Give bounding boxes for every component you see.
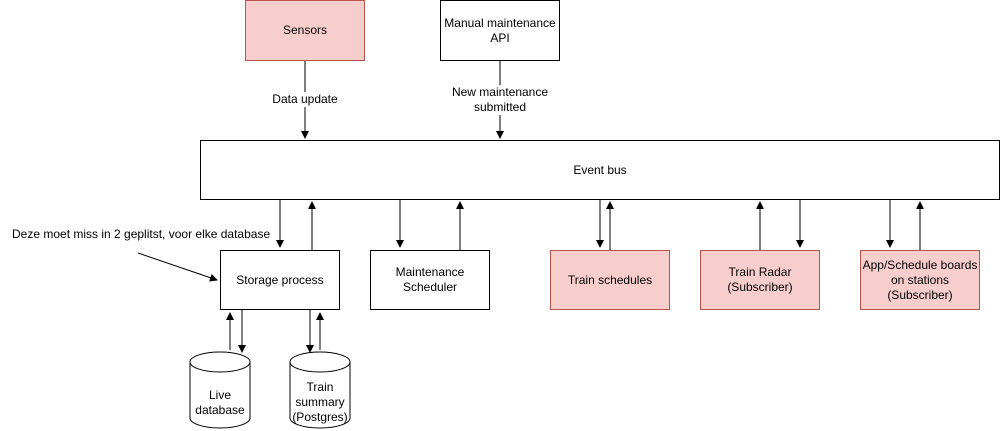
manual-maintenance-api-label: Manual maintenance API [444, 15, 556, 45]
event-bus-label: Event bus [573, 162, 627, 177]
train-schedules-node[interactable]: Train schedules [550, 250, 670, 310]
app-schedule-boards-label: App/Schedule boards on stations (Subscri… [862, 257, 978, 302]
live-database-label: Live database [195, 388, 245, 417]
split-note: Deze moet miss in 2 geplitst, voor elke … [12, 227, 271, 241]
data-update-label: Data update [265, 92, 345, 107]
manual-maintenance-api-node[interactable]: Manual maintenance API [440, 0, 560, 61]
maintenance-scheduler-label: Maintenance Scheduler [395, 265, 465, 294]
train-summary-label: Train summary (Postgres) [292, 380, 348, 424]
maintenance-scheduler-node[interactable]: Maintenance Scheduler [370, 250, 490, 310]
storage-process-label: Storage process [236, 272, 324, 287]
train-radar-node[interactable]: Train Radar (Subscriber) [700, 250, 820, 310]
train-radar-label: Train Radar (Subscriber) [727, 265, 793, 294]
train-schedules-label: Train schedules [567, 272, 653, 287]
storage-process-node[interactable]: Storage process [220, 250, 340, 310]
train-summary-cylinder [289, 351, 351, 429]
live-database-cylinder [189, 351, 251, 429]
sensors-node[interactable]: Sensors [245, 0, 365, 61]
new-maintenance-label: New maintenance submitted [445, 85, 555, 115]
app-schedule-boards-node[interactable]: App/Schedule boards on stations (Subscri… [860, 250, 980, 310]
event-bus-node[interactable]: Event bus [200, 140, 1000, 200]
annotation-arrow [137, 252, 218, 282]
sensors-label: Sensors [282, 23, 328, 37]
